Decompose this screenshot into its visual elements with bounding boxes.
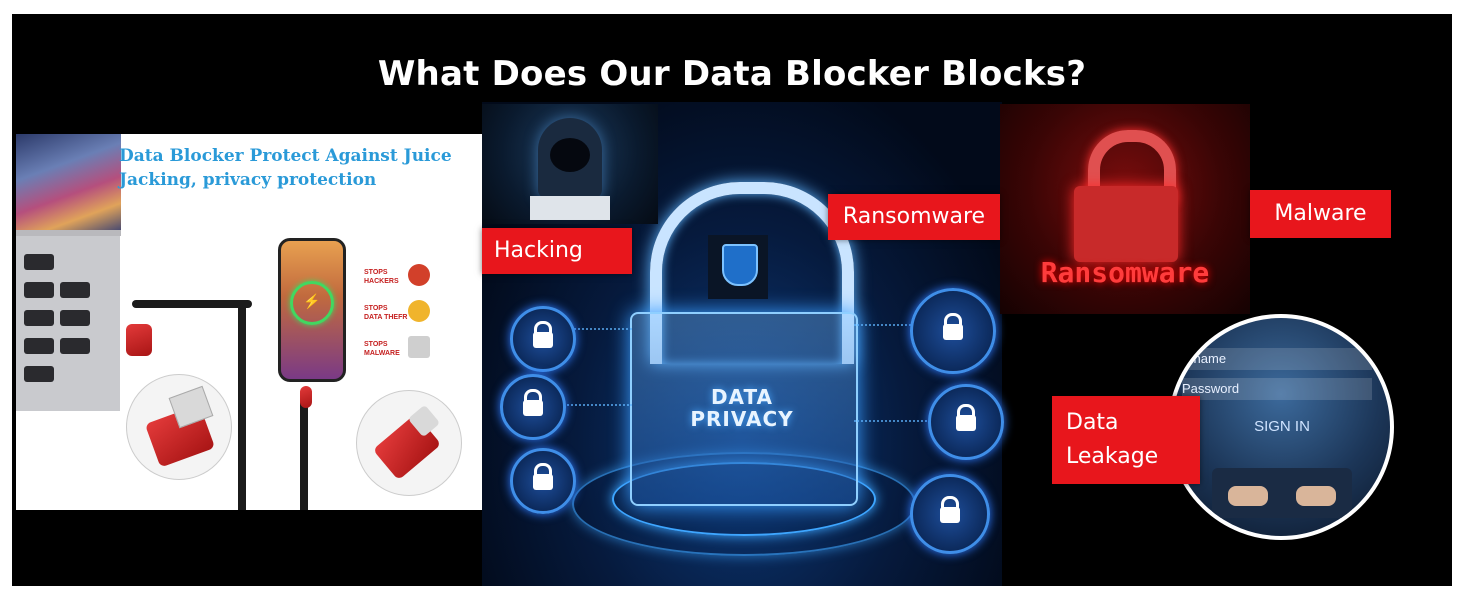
username-field: ername [1182,348,1372,370]
connector-dots [552,404,632,406]
connector-dots [562,328,632,330]
malware-icon [408,336,430,358]
stops-data-theft-label: STOPS DATA THEFR [364,305,408,321]
key [60,282,90,298]
charging-bolt-icon: ⚡ [303,293,321,309]
product-heading: Data Blocker Protect Against Juice Jacki… [119,144,479,192]
ransomware-label: Ransomware [828,194,1000,240]
lock-icon [510,448,576,514]
usb-adapter-closeup [126,374,232,480]
lock-icon [910,288,996,374]
laptop-lid [530,196,610,220]
lock-icon [910,474,990,554]
stops-hackers-label: STOPS HACKERS [364,269,399,285]
data-privacy-text: DATA PRIVACY [690,385,794,431]
lock-icon [500,374,566,440]
product-heading-line2: Jacking, privacy protection [119,170,377,190]
product-heading-line1: Data Blocker Protect Against Juice [119,146,452,166]
stops-malware-label: STOPS MALWARE [364,341,400,357]
hooded-face [550,138,590,172]
lock-icon [510,306,576,372]
key [24,366,54,382]
usb-c-adapter-closeup [356,390,462,496]
data-blocker-adapter [300,386,312,408]
key [60,310,90,326]
password-field: Password [1182,378,1372,400]
ransomware-image-text: Ransomware [1040,256,1210,289]
sign-in-text: SIGN IN [1254,418,1310,435]
hand [1296,486,1336,506]
connector-dots [854,324,934,326]
data-thief-icon [408,300,430,322]
red-lock-body [1074,186,1178,262]
key [24,282,54,298]
data-privacy-scene: DATA PRIVACY [482,102,1004,586]
hacker-icon [408,264,430,286]
key [24,338,54,354]
lock-icon [928,384,1004,460]
key [24,310,54,326]
laptop-screen [16,134,121,236]
shield-icon [722,244,758,286]
connector-dots [854,420,934,422]
hacker-photo [482,104,658,224]
usb-cable [238,304,246,510]
hand [1228,486,1268,506]
charging-ring [290,281,334,325]
usb-cable [132,300,252,308]
ransomware-image: Ransomware [1000,104,1250,314]
product-panel: Data Blocker Protect Against Juice Jacki… [16,134,482,510]
key [24,254,54,270]
usb-c-cable [300,394,308,510]
banner-title: What Does Our Data Blocker Blocks? [377,54,1087,94]
login-hacker-image: ername Password SIGN IN [1168,314,1394,540]
data-blocker-adapter [126,324,152,356]
laptop-keyboard [16,236,120,411]
padlock-body [630,312,858,506]
banner: What Does Our Data Blocker Blocks? Data … [12,14,1452,586]
hacking-label: Hacking [482,228,632,274]
key [60,338,90,354]
phone: ⚡ [278,238,346,382]
data-leakage-label: Data Leakage [1052,396,1200,484]
malware-label: Malware [1250,190,1391,238]
